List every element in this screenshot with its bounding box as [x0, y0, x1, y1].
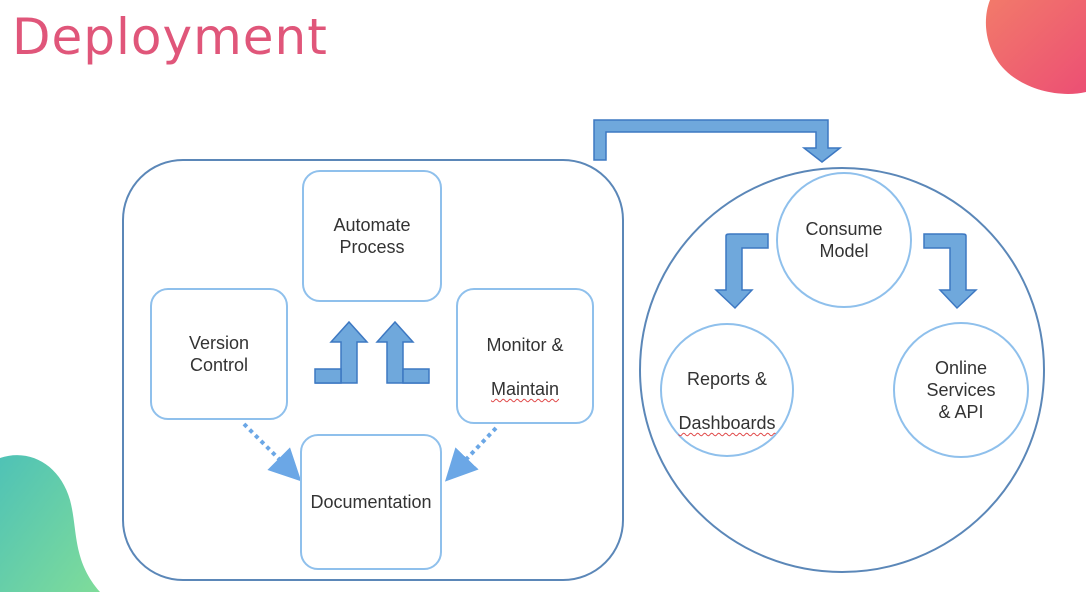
up-arrow-right [375, 320, 430, 384]
version-control-box: Version Control [150, 288, 288, 420]
right-container-circle [639, 167, 1045, 573]
consume-model-label: Consume Model [805, 219, 883, 261]
up-arrow-left [314, 320, 369, 384]
monitor-maintain-label: Monitor & Maintain [486, 312, 563, 400]
page-title: Deployment [12, 8, 328, 66]
connector-arrow [593, 119, 843, 163]
automate-process-label: Automate Process [333, 215, 411, 257]
dotted-arrow-monitor-to-docs [444, 426, 498, 482]
automate-process-box: Automate Process [302, 170, 442, 302]
documentation-label: Documentation [310, 492, 432, 512]
monitor-line1: Monitor & [486, 335, 564, 355]
reports-line2: Dashboards [678, 413, 776, 433]
documentation-box: Documentation [300, 434, 442, 570]
monitor-maintain-box: Monitor & Maintain [456, 288, 594, 424]
reports-line1: Reports & [686, 369, 768, 389]
online-services-label: Online Services & API [926, 358, 996, 422]
left-container [122, 159, 624, 581]
curved-arrow-to-reports [714, 233, 769, 310]
version-control-label: Version Control [188, 333, 250, 375]
reports-dashboards-circle: Reports & Dashboards [660, 323, 794, 457]
online-services-circle: Online Services & API [893, 322, 1029, 458]
consume-model-circle: Consume Model [776, 172, 912, 308]
dotted-arrow-version-to-docs [242, 422, 302, 482]
monitor-line2: Maintain [490, 379, 560, 399]
curved-arrow-to-online [923, 233, 978, 310]
reports-dashboards-label: Reports & Dashboards [678, 346, 775, 434]
